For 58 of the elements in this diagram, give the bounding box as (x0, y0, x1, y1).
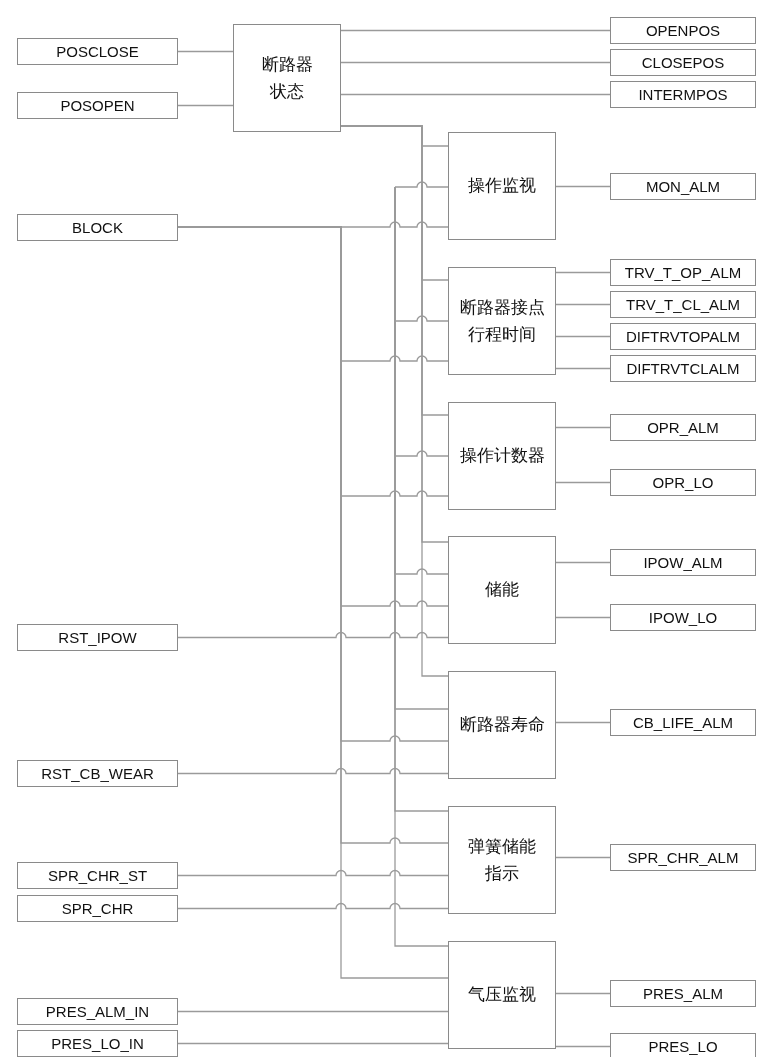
signal-box: SPR_CHR_ALM (610, 844, 756, 871)
signal-box: OPR_LO (610, 469, 756, 496)
signal-box: SPR_CHR_ST (17, 862, 178, 889)
signal-box: PRES_ALM_IN (17, 998, 178, 1025)
function-block: 弹簧储能指示 (448, 806, 556, 914)
signal-box: POSOPEN (17, 92, 178, 119)
signal-box: INTERMPOS (610, 81, 756, 108)
connector-line (555, 856, 611, 859)
connector-line (177, 1010, 449, 1013)
signal-box: PRES_LO (610, 1033, 756, 1057)
connector-line (555, 303, 611, 306)
connector-line (555, 481, 611, 484)
signal-box: IPOW_LO (610, 604, 756, 631)
connector-line (555, 616, 611, 619)
connector-line (555, 335, 611, 338)
signal-box: MON_ALM (610, 173, 756, 200)
connector-line (340, 93, 611, 96)
connector-line (555, 721, 611, 724)
connector-line (340, 29, 611, 32)
connector-line (555, 271, 611, 274)
signal-box: RST_CB_WEAR (17, 760, 178, 787)
function-block: 断路器状态 (233, 24, 341, 132)
signal-box: DIFTRVTCLALM (610, 355, 756, 382)
connector-line (555, 367, 611, 370)
signal-box: TRV_T_OP_ALM (610, 259, 756, 286)
function-block: 断路器接点行程时间 (448, 267, 556, 375)
function-block: 气压监视 (448, 941, 556, 1049)
function-block: 断路器寿命 (448, 671, 556, 779)
function-block: 操作计数器 (448, 402, 556, 510)
signal-box: RST_IPOW (17, 624, 178, 651)
connector-line (555, 1045, 611, 1048)
connector-line (555, 426, 611, 429)
signal-box: BLOCK (17, 214, 178, 241)
function-block: 储能 (448, 536, 556, 644)
signal-box: CB_LIFE_ALM (610, 709, 756, 736)
signal-box: CLOSEPOS (610, 49, 756, 76)
connector-line (555, 185, 611, 188)
signal-box: OPENPOS (610, 17, 756, 44)
function-block: 操作监视 (448, 132, 556, 240)
connector-line (177, 631, 449, 639)
connector-line (177, 869, 449, 877)
connector-line (555, 561, 611, 564)
connector-line (177, 902, 449, 910)
connector-line (177, 104, 234, 107)
signal-box: IPOW_ALM (610, 549, 756, 576)
signal-box: PRES_LO_IN (17, 1030, 178, 1057)
connector-line (177, 50, 234, 53)
signal-box: POSCLOSE (17, 38, 178, 65)
connector-line (340, 61, 611, 64)
signal-box: PRES_ALM (610, 980, 756, 1007)
signal-box: TRV_T_CL_ALM (610, 291, 756, 318)
signal-box: SPR_CHR (17, 895, 178, 922)
connector-line (177, 1042, 449, 1045)
connector-line (555, 992, 611, 995)
signal-box: OPR_ALM (610, 414, 756, 441)
signal-box: DIFTRVTOPALM (610, 323, 756, 350)
connector-line (177, 767, 449, 775)
connector-line (394, 181, 449, 188)
